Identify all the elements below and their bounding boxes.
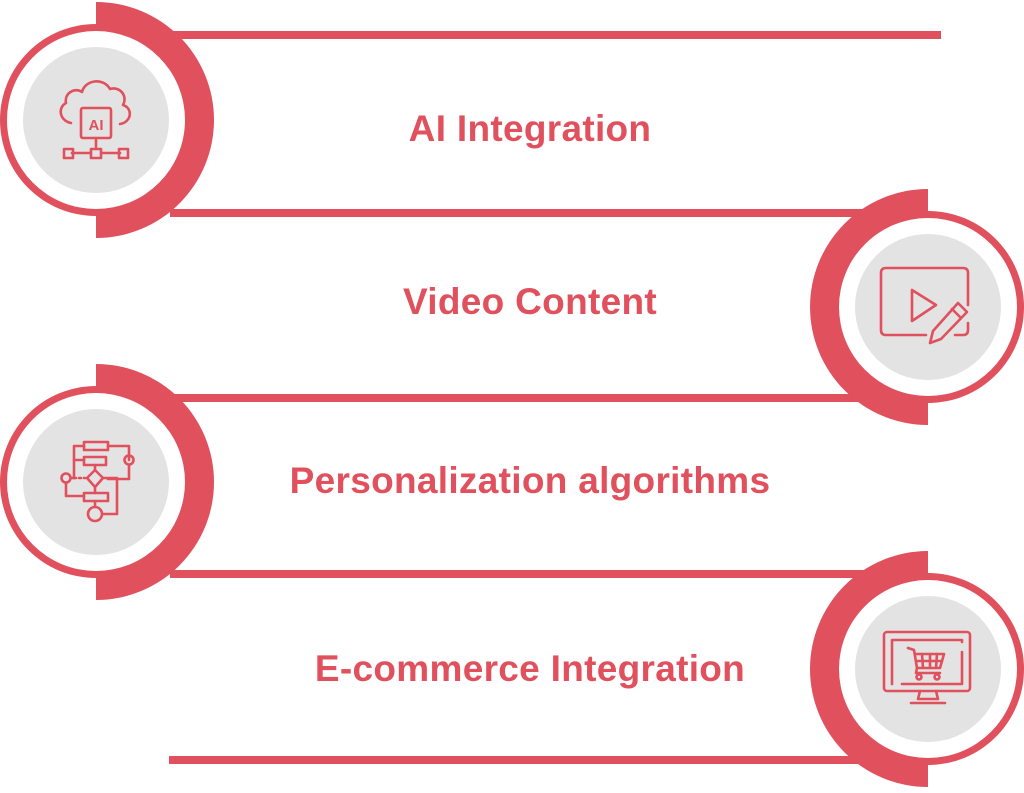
flowchart-icon bbox=[60, 440, 135, 523]
step-3-label: Personalization algorithms bbox=[289, 460, 771, 501]
step-1-label: AI Integration bbox=[408, 108, 652, 149]
connector-lines bbox=[169, 31, 941, 764]
step-2-label: Video Content bbox=[403, 281, 657, 322]
line-row2-bottom bbox=[170, 394, 882, 402]
line-bottom bbox=[169, 756, 881, 764]
cloud-ai-network-icon bbox=[59, 80, 132, 160]
step-1-badge: AI bbox=[0, 2, 214, 238]
step-3-badge bbox=[0, 364, 214, 600]
step-4-badge bbox=[810, 551, 1024, 787]
monitor-shopping-cart-icon bbox=[882, 630, 972, 705]
line-row3-bottom bbox=[170, 570, 882, 578]
line-row1-bottom bbox=[170, 209, 882, 217]
step-2-badge bbox=[810, 189, 1024, 425]
video-edit-icon bbox=[879, 266, 970, 345]
ai-glyph: AI bbox=[89, 117, 104, 134]
step-4-label: E-commerce Integration bbox=[314, 648, 746, 689]
line-top bbox=[170, 31, 941, 39]
